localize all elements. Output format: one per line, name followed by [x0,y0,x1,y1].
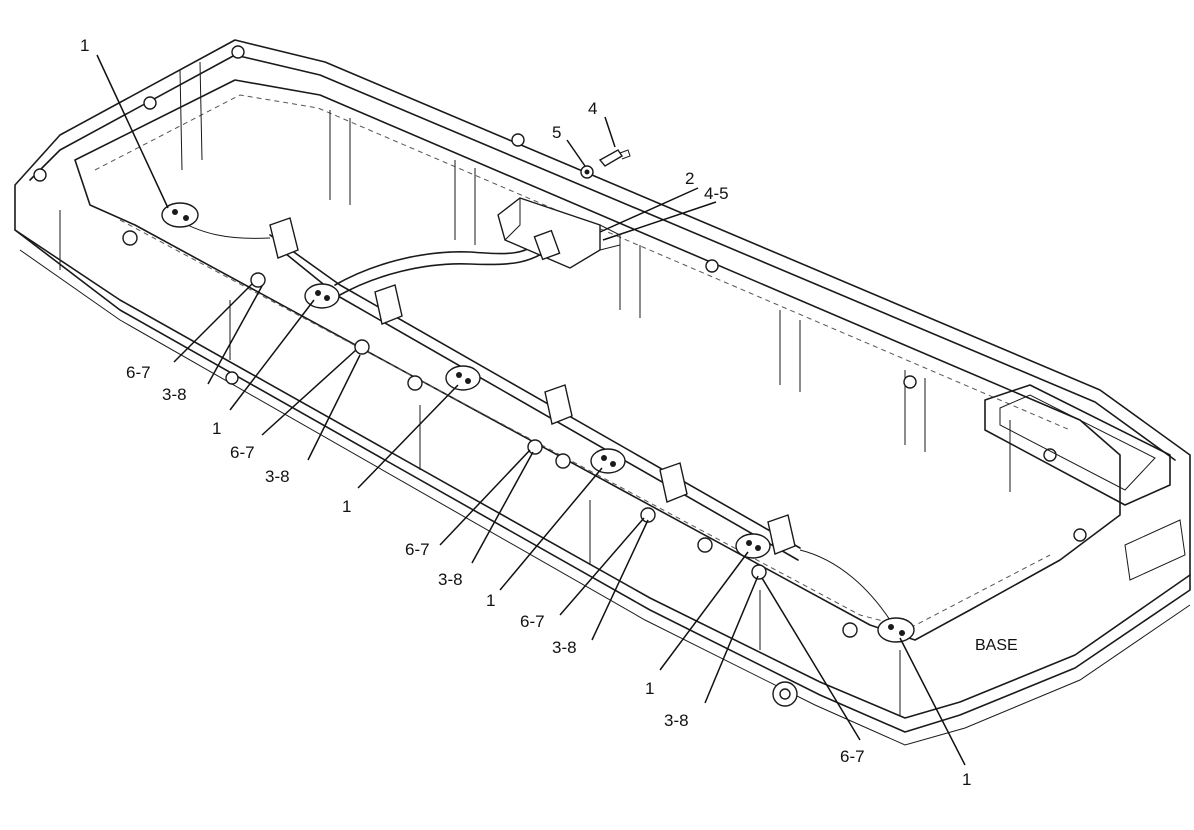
rim-bolt-bosses [33,45,1087,707]
callout-6-7-a: 6-7 [126,363,151,382]
pan-inner-opening [74,79,1121,641]
callout-6-7-b: 6-7 [230,443,255,462]
callout-1-top: 1 [80,36,89,55]
callout-3-8-a: 3-8 [162,385,187,404]
sensor-1c [445,365,481,391]
callout-4: 4 [588,99,597,118]
callout-5: 5 [552,123,561,142]
right-end-housing [984,384,1186,581]
sensor-1e [735,533,771,559]
callout-6-7-e: 6-7 [840,747,865,766]
bolt-and-washer [580,149,631,179]
sensor-1b [304,283,340,309]
sensor-1a [161,202,199,228]
pan-ribs [59,61,1011,715]
sensor-1f [877,617,915,643]
callout-3-8-d: 3-8 [552,638,577,657]
callout-3-8-e: 3-8 [664,711,689,730]
callout-1-d: 1 [486,591,495,610]
callout-1-e: 1 [645,679,654,698]
callout-4-5: 4-5 [704,184,729,203]
base-label: BASE [975,637,1018,654]
callout-1-c: 1 [342,497,351,516]
tube-clips [250,217,796,580]
callout-3-8-b: 3-8 [265,467,290,486]
callout-3-8-c: 3-8 [438,570,463,589]
harness-tube [169,214,891,621]
sensor-1d [590,448,626,474]
callout-1-f: 1 [962,770,971,789]
callout-6-7-d: 6-7 [520,612,545,631]
harness-connector-block [497,197,621,269]
leader-lines [96,54,966,766]
callout-labels: 1 2 4-5 5 4 6-7 3-8 1 6-7 3-8 1 6-7 3-8 … [80,36,1018,789]
callout-1-b: 1 [212,419,221,438]
callout-2: 2 [685,169,694,188]
sensors [161,202,915,643]
callout-6-7-c: 6-7 [405,540,430,559]
